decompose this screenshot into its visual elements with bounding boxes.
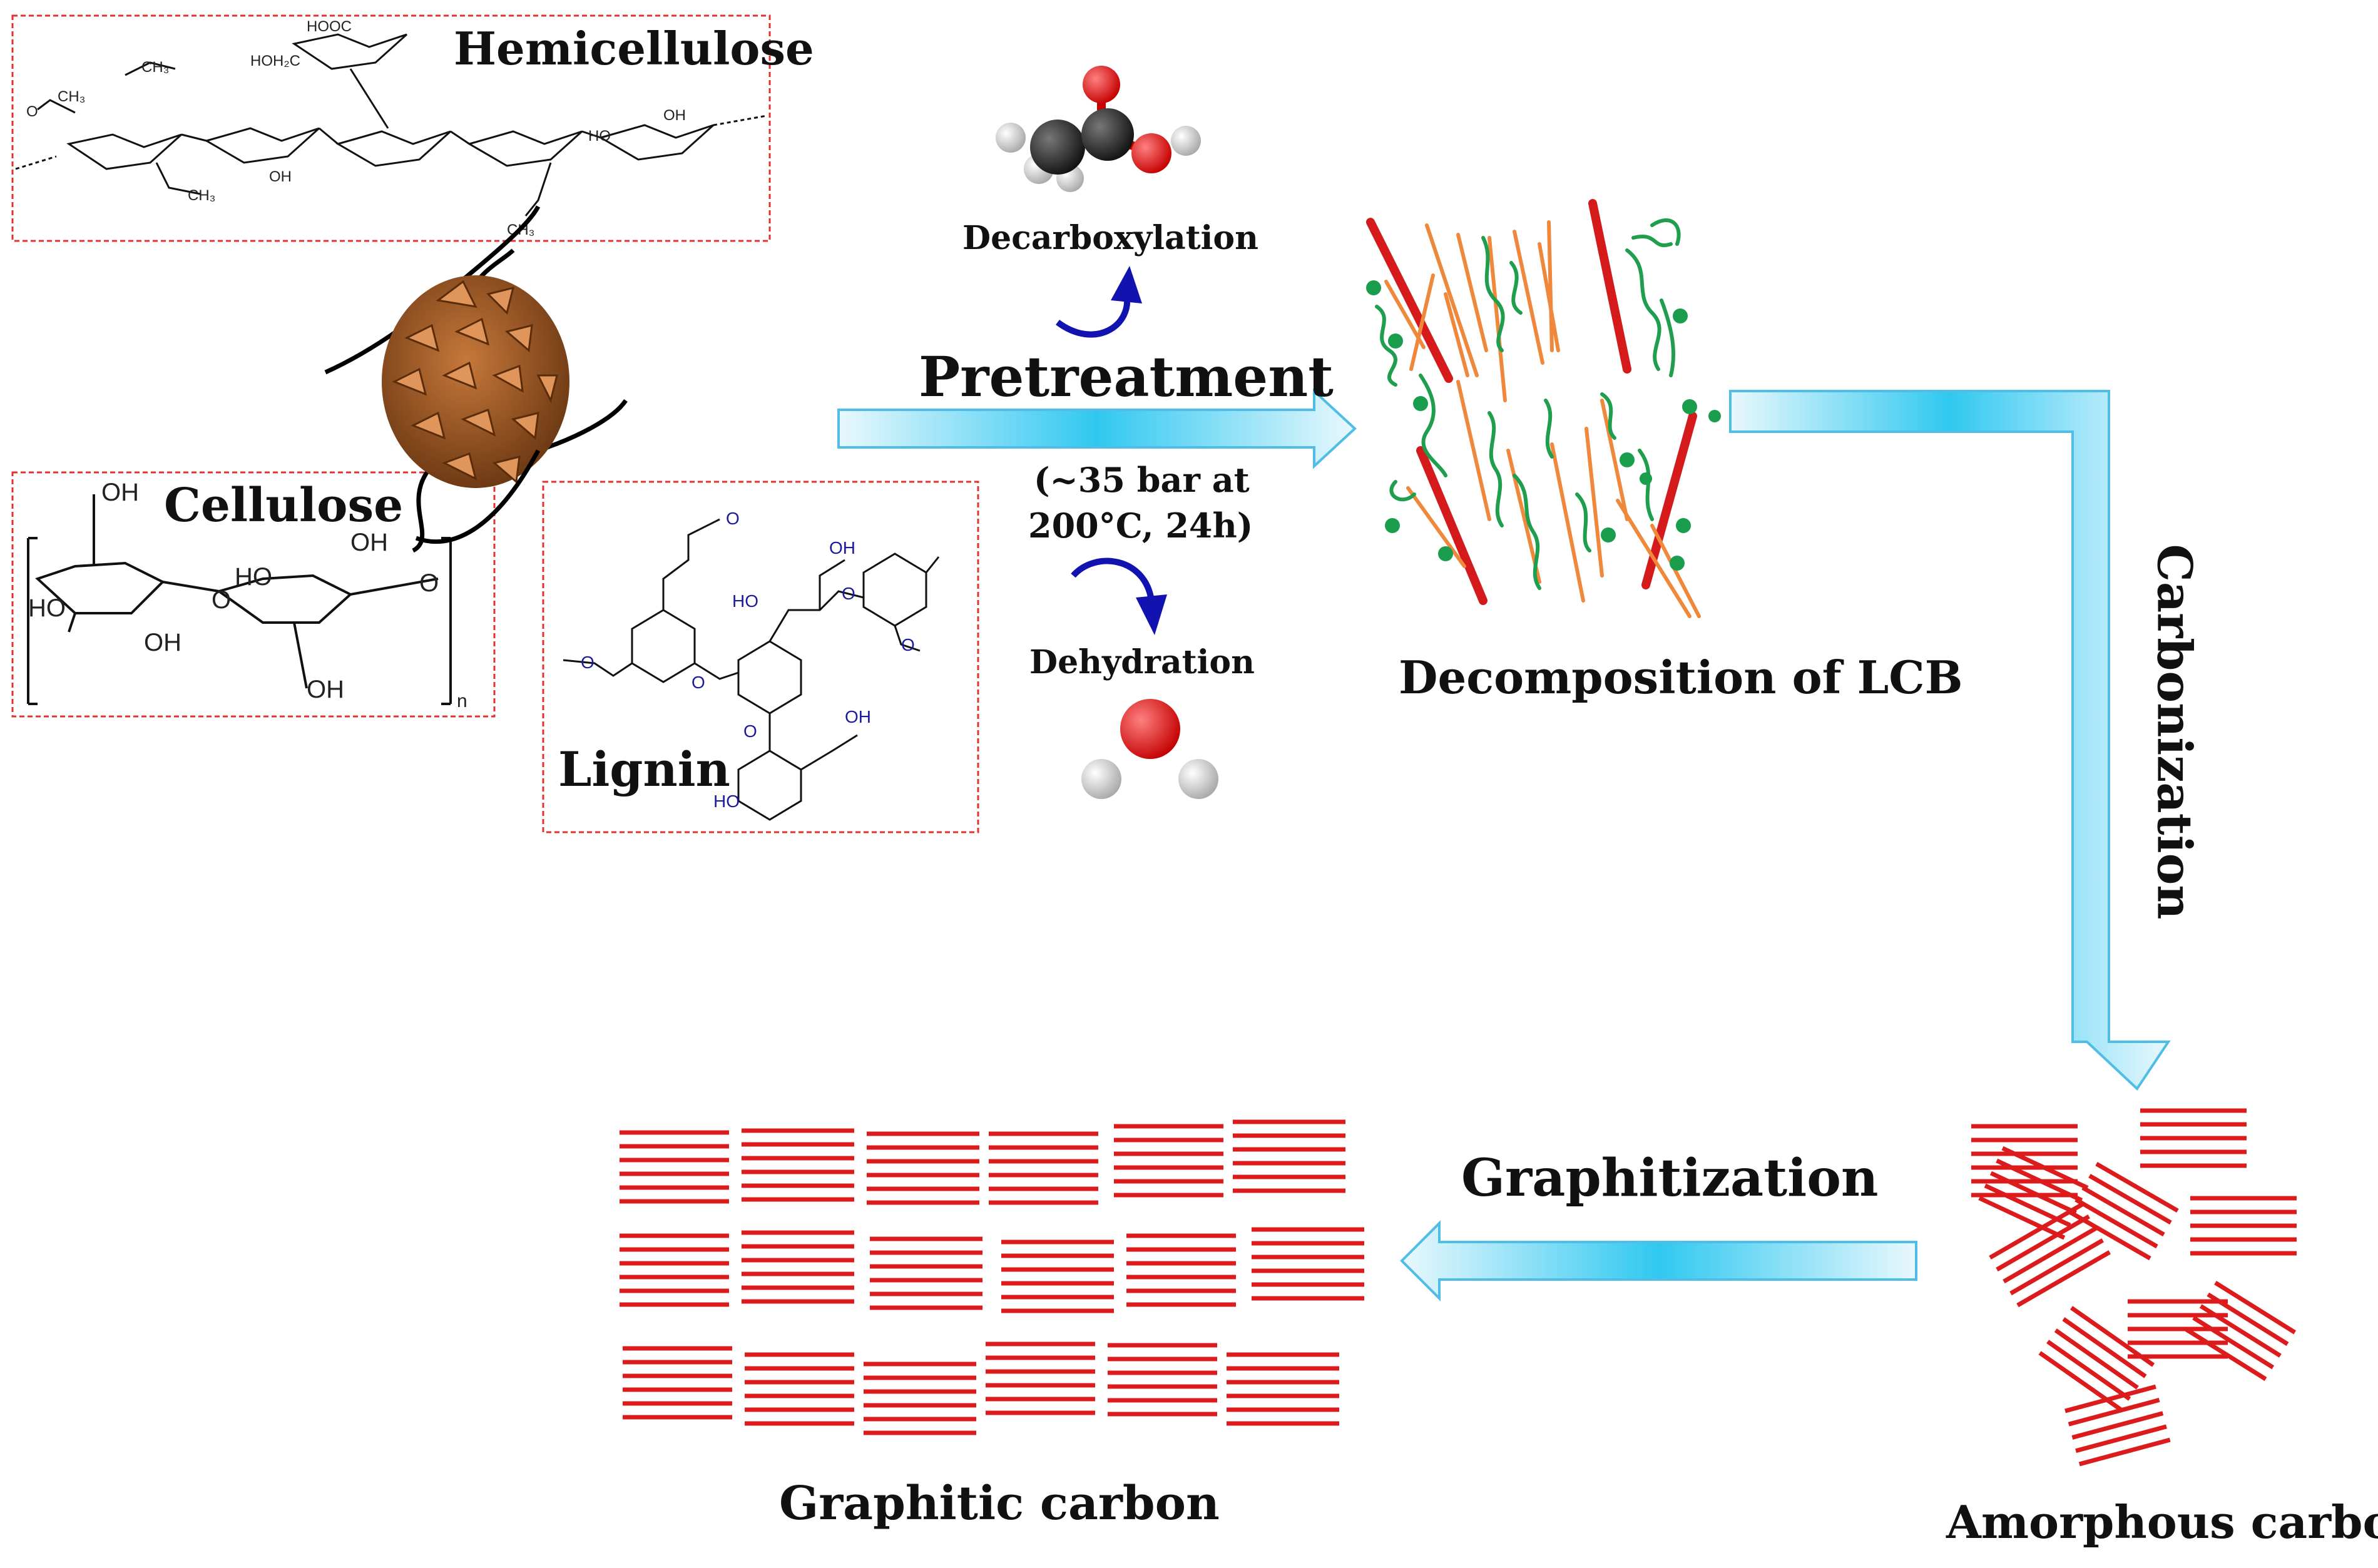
- graphene-stack: [989, 1131, 1098, 1205]
- decarboxylation-label: Decarboxylation: [962, 219, 1258, 257]
- repeat-unit-n: n: [457, 691, 467, 711]
- graphene-stack: [623, 1346, 732, 1420]
- graphene-stack: [2068, 1161, 2179, 1261]
- hemi-ch3-label: CH₃: [58, 88, 85, 105]
- hemi-ch3-label: CH₃: [141, 59, 169, 76]
- graphitic-carbon-stacks: [620, 1119, 1364, 1435]
- graphene-stack: [742, 1128, 854, 1202]
- lignin-methoxy-oxygen: O: [581, 653, 594, 672]
- graphitization-arrow: [1400, 1220, 1917, 1301]
- hemi-oh-label: OH: [269, 168, 292, 185]
- graphene-stack: [620, 1233, 729, 1307]
- graphene-stack: [867, 1131, 979, 1205]
- hemi-ho-label: HO: [588, 128, 611, 145]
- lignin-structure: [563, 518, 940, 821]
- amorphous-carbon-label: Amorphous carbon: [1946, 1495, 2378, 1549]
- lignin-ho-label: HO: [732, 591, 758, 611]
- cellulose-ho-label: HO: [28, 594, 66, 622]
- lignin-box: O O O O O O HO OH OH HO: [542, 481, 979, 833]
- hemicellulose-structure: [15, 33, 767, 216]
- lignin-oh-label: OH: [829, 538, 855, 557]
- lignin-label: Lignin: [558, 741, 730, 797]
- dehydration-curved-arrow: [1071, 557, 1167, 635]
- graphene-stack: [870, 1236, 982, 1310]
- graphene-stack: [1227, 1352, 1339, 1426]
- cellulose-structure: [27, 494, 452, 705]
- hemi-hooc-label: HOOC: [307, 18, 352, 35]
- lignin-ether-oxygen: O: [691, 673, 705, 692]
- graphene-stack: [864, 1362, 976, 1435]
- graphene-stack: [1971, 1124, 2078, 1198]
- pretreatment-label: Pretreatment: [919, 344, 1334, 409]
- graphene-stack: [1126, 1233, 1236, 1307]
- carbonization-label: Carbonization: [2146, 544, 2203, 920]
- cellulose-oxygen-label: O: [419, 569, 439, 597]
- lignin-ether-oxygen: O: [842, 584, 855, 603]
- hemi-hoh2c-label: HOH₂C: [250, 53, 300, 69]
- pretreatment-arrow: [837, 388, 1357, 469]
- lignin-oh-label: OH: [845, 707, 871, 726]
- graphene-stack: [986, 1341, 1095, 1415]
- cellulose-oh-label: OH: [101, 479, 139, 506]
- graphene-stack: [2064, 1384, 2171, 1467]
- dehydration-label: Dehydration: [1029, 643, 1255, 681]
- lignin-ho-label: HO: [713, 792, 740, 811]
- hemicellulose-label: Hemicellulose: [454, 22, 814, 75]
- graphene-stack: [1108, 1343, 1217, 1417]
- graphene-stack: [620, 1130, 729, 1204]
- graphene-stack: [2185, 1281, 2297, 1382]
- cellulose-oxygen-label: O: [212, 586, 231, 614]
- conditions-line-2: 200°C, 24h): [1028, 506, 1253, 546]
- decarboxylation-curved-arrow: [1056, 266, 1142, 338]
- hemi-oh-label: OH: [663, 107, 686, 124]
- graphene-stack: [1989, 1202, 2111, 1308]
- lignin-methoxy-oxygen: O: [901, 635, 915, 654]
- cellulose-oh-label: OH: [307, 676, 344, 703]
- cellulose-box: OH OH HO HO OH OH O O n: [11, 471, 496, 718]
- decomposed-lcb-fibers: [1366, 199, 1721, 618]
- graphene-stack: [2190, 1196, 2297, 1256]
- graphene-stack: [1233, 1119, 1345, 1193]
- graphene-stack: [1001, 1240, 1114, 1313]
- graphitization-label: Graphitization: [1461, 1148, 1879, 1208]
- graphene-stack: [2038, 1306, 2155, 1412]
- acetic-acid-molecule-icon: [996, 66, 1201, 192]
- cellulose-oh-label: OH: [144, 629, 181, 656]
- graphene-stack: [742, 1230, 854, 1304]
- graphene-stack: [745, 1352, 854, 1426]
- graphene-stack: [1114, 1124, 1223, 1198]
- amorphous-carbon-stacks: [1971, 1108, 2297, 1467]
- conditions-line-1: (~35 bar at: [1034, 460, 1250, 500]
- cellulose-ho-label: HO: [235, 563, 272, 591]
- lignin-ether-oxygen: O: [743, 721, 757, 741]
- graphene-stack: [1252, 1227, 1364, 1301]
- hemi-oxygen-label: O: [26, 103, 38, 120]
- cellulose-oh-label: OH: [350, 529, 388, 556]
- hemi-ch3-label: CH₃: [188, 187, 215, 204]
- graphene-stack: [2140, 1108, 2247, 1168]
- hemicellulose-box: O CH₃ CH₃ CH₃ HOOC HOH₂C OH OH HO CH₃: [11, 14, 771, 242]
- pinecone-icon: [324, 205, 628, 553]
- lignin-aldehyde-oxygen: O: [726, 509, 740, 528]
- water-molecule-icon: [1081, 699, 1218, 799]
- graphitic-carbon-label: Graphitic carbon: [779, 1477, 1220, 1530]
- decomposition-label: Decomposition of LCB: [1399, 651, 1963, 704]
- carbonization-arrow: [1729, 390, 2171, 1091]
- cellulose-label: Cellulose: [164, 479, 404, 532]
